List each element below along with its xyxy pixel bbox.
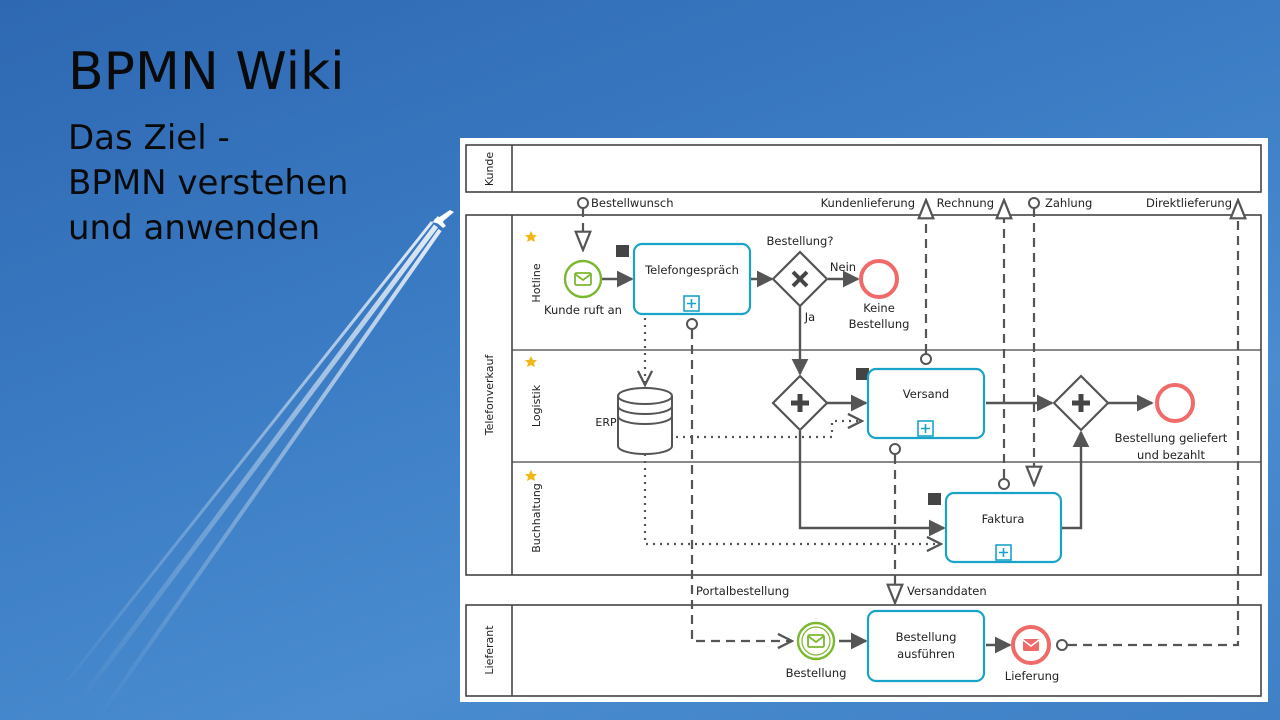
gateway-parallel-join	[1052, 374, 1110, 432]
sequence-flows	[602, 270, 1154, 654]
start-event-bestellung: Bestellung	[786, 621, 847, 680]
gateway-label-ja: Ja	[804, 310, 815, 324]
subprocess-plus-icon	[917, 420, 934, 437]
lane-label-logistik: Logistik	[530, 384, 543, 427]
event-label-keine: Keine	[863, 301, 895, 315]
task-faktura: Faktura	[944, 491, 1063, 564]
pool-label-lieferant: Lieferant	[483, 625, 496, 675]
event-label-lieferung: Lieferung	[1005, 669, 1059, 683]
sitemap-icon	[616, 245, 941, 505]
pool-kunde: Kunde	[465, 144, 1262, 193]
data-store-label: ERP	[595, 416, 617, 429]
lane-label-buchhaltung: Buchhaltung	[530, 483, 543, 553]
subprocess-plus-icon	[683, 295, 700, 312]
task-label-ausfuehren-1: Bestellung	[896, 630, 957, 644]
end-event-lieferung: Lieferung	[1005, 625, 1059, 683]
subtitle-line: Das Ziel -	[68, 118, 230, 158]
envelope-icon	[574, 272, 592, 286]
event-label-bestellung: Bestellung	[849, 317, 910, 331]
subtitle-line: und anwenden	[68, 207, 321, 248]
envelope-icon	[807, 634, 825, 648]
pool-lieferant: Lieferant	[465, 604, 1262, 697]
message-label-rechnung: Rechnung	[937, 196, 994, 210]
slide-title: BPMN Wiki	[68, 42, 345, 102]
bpmn-canvas: Kunde Telefonverkauf Hotline Logistik Bu…	[465, 144, 1262, 697]
message-label-kundenlieferung: Kundenlieferung	[821, 196, 915, 210]
gateway-label-nein: Nein	[830, 260, 856, 274]
data-store-erp: ERP	[595, 387, 673, 455]
event-label-geliefert: Bestellung geliefert	[1115, 431, 1228, 445]
pool-label-telefonverkauf: Telefonverkauf	[483, 354, 496, 437]
airplane-icon	[432, 210, 454, 228]
message-flows	[583, 200, 1238, 645]
lane-label-hotline: Hotline	[530, 263, 543, 302]
subtitle-line: BPMN verstehen	[68, 162, 349, 203]
gateway-label-bestellung: Bestellung?	[767, 234, 834, 248]
message-label-zahlung: Zahlung	[1045, 196, 1092, 210]
pool-label-kunde: Kunde	[483, 152, 496, 187]
event-label-kunde-ruft-an: Kunde ruft an	[544, 303, 622, 317]
end-event-geliefert: Bestellung geliefert und bezahlt	[1115, 383, 1228, 462]
start-event-kunde-ruft-an: Kunde ruft an	[544, 259, 622, 317]
message-label-direktlieferung: Direktlieferung	[1146, 196, 1232, 210]
message-label-versanddaten: Versanddaten	[907, 584, 987, 598]
end-event-keine-bestellung: Keine Bestellung	[849, 259, 910, 331]
envelope-filled-icon	[1022, 639, 1040, 651]
slide-subtitle: Das Ziel - BPMN verstehen und anwenden	[68, 116, 428, 251]
task-telefongespraech: Telefongespräch	[632, 242, 752, 316]
star-icon	[525, 231, 537, 481]
task-label-ausfuehren-2: ausführen	[897, 647, 955, 661]
message-label-bestellwunsch: Bestellwunsch	[591, 196, 674, 210]
gateway-parallel-split	[771, 374, 829, 432]
event-label-bestellung-start: Bestellung	[786, 666, 847, 680]
message-origin-markers	[577, 197, 1068, 651]
message-label-portalbestellung: Portalbestellung	[696, 584, 789, 598]
task-label-versand: Versand	[903, 387, 949, 401]
subprocess-plus-icon	[995, 544, 1012, 561]
data-associations	[645, 318, 941, 544]
task-bestellung-ausfuehren: Bestellung ausführen	[866, 609, 986, 683]
gateway-exclusive: Bestellung? Nein Ja	[767, 234, 857, 324]
task-label-faktura: Faktura	[982, 512, 1025, 526]
event-label-bezahlt: und bezahlt	[1137, 448, 1205, 462]
task-versand: Versand	[866, 367, 986, 440]
bpmn-diagram: Kunde Telefonverkauf Hotline Logistik Bu…	[460, 138, 1268, 702]
task-label-telefongespraech: Telefongespräch	[644, 263, 739, 277]
